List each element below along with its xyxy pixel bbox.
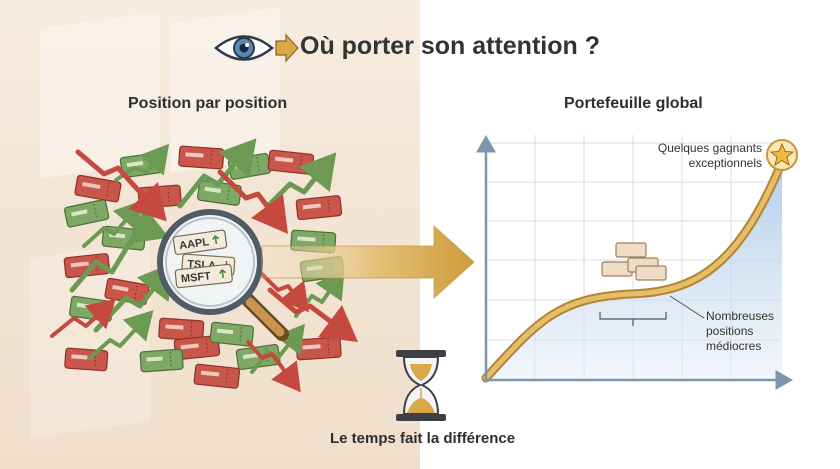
annotation-line: Quelques gagnants (657, 141, 762, 155)
annotation-mediocre-positions: Nombreuses positions médiocres (706, 309, 774, 354)
ticket-red (295, 195, 343, 221)
up-trend-arrow (88, 310, 154, 360)
area-under-curve (486, 162, 782, 380)
transition-arrow (261, 224, 475, 300)
ticker-card: MSFT (174, 263, 233, 289)
annotation-line: médiocres (706, 339, 762, 353)
ticket-green (139, 348, 184, 373)
ticket-red (173, 335, 221, 361)
ticket-red (63, 253, 111, 279)
magnifier-icon: AAPL TSLA MSFT (157, 209, 289, 341)
trend-arrows (50, 138, 358, 393)
up-trend-arrow (82, 199, 144, 248)
stacked-bars-icon (601, 242, 667, 281)
down-trend-arrow (50, 298, 116, 338)
ticker-card: AAPL (172, 229, 228, 256)
down-trend-arrow (258, 270, 309, 313)
annotation-line: positions (706, 324, 754, 338)
ticker-label: AAPL (179, 236, 211, 252)
portfolio-curve (483, 159, 785, 381)
ticket-red (193, 363, 241, 389)
ticket-green (197, 179, 242, 206)
annotation-line: Nombreuses (706, 309, 775, 323)
ticket-red (267, 149, 315, 175)
ticker-label: MSFT (180, 270, 211, 285)
arrow-right-icon (275, 33, 299, 63)
annotation-top-winners: Quelques gagnants exceptionnels (658, 141, 762, 171)
ticket-green (63, 199, 110, 228)
right-panel-heading: Portefeuille global (564, 95, 703, 112)
portfolio-chart (476, 135, 798, 390)
down-trend-arrow (75, 149, 167, 222)
page-title: Où porter son attention ? (300, 32, 600, 60)
hourglass-icon (396, 350, 446, 421)
ticket-red (74, 174, 122, 203)
up-trend-arrow (177, 138, 257, 209)
star-icon (766, 139, 798, 171)
left-panel-heading: Position par position (128, 95, 288, 112)
annotation-line: exceptionnels (688, 156, 762, 170)
ticket-red (64, 347, 109, 372)
down-trend-arrow (246, 340, 301, 393)
up-trend-arrow (93, 262, 175, 333)
ticket-red (295, 336, 342, 361)
up-trend-arrow (69, 206, 170, 293)
ticket-green (209, 321, 255, 347)
annotation-leader-bottom (669, 295, 705, 319)
eye-icon (214, 35, 274, 61)
down-trend-arrow (217, 169, 288, 234)
ticket-red (178, 145, 225, 170)
mediocre-bracket (599, 312, 667, 326)
footer-caption: Le temps fait la différence (330, 430, 516, 447)
